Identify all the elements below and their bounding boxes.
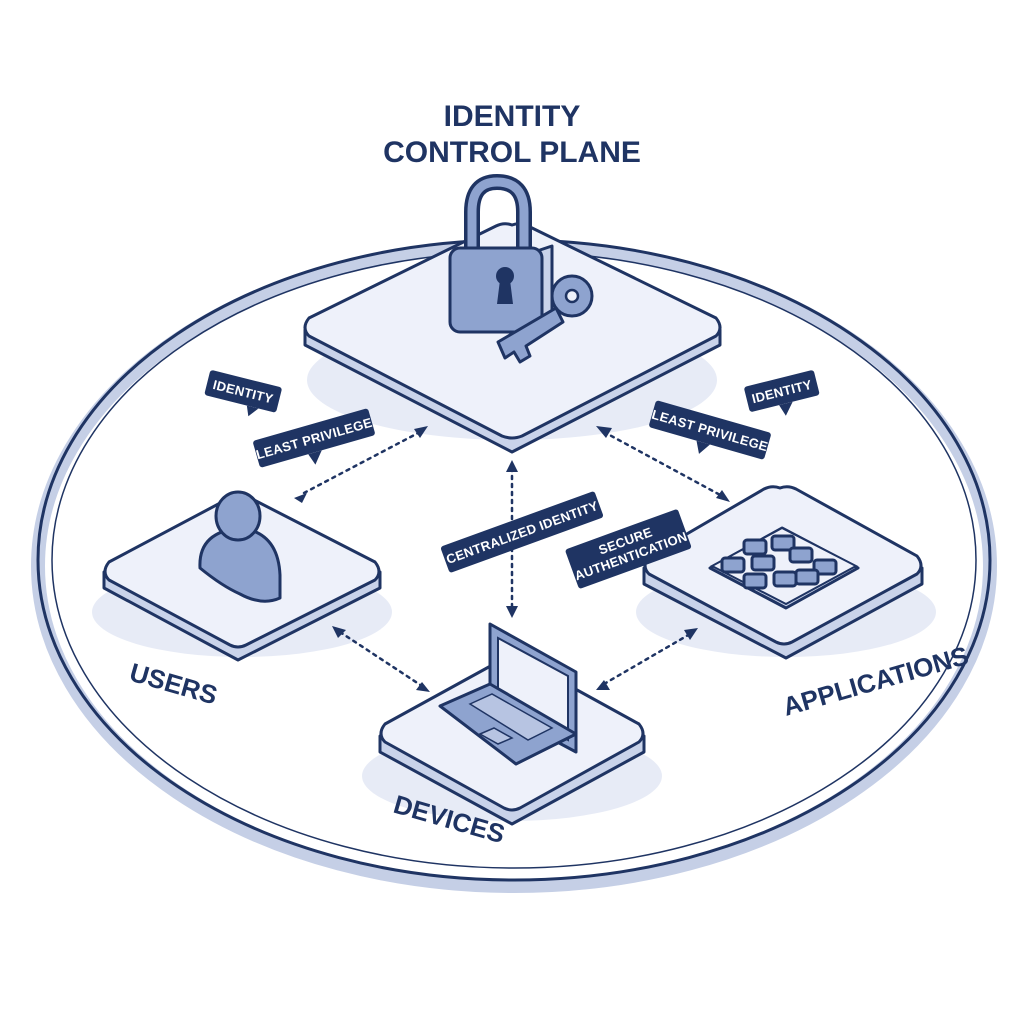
connector-control-users bbox=[300, 430, 422, 496]
connectors bbox=[294, 426, 730, 692]
key-icon bbox=[496, 274, 594, 364]
title-line-2: CONTROL PLANE bbox=[383, 136, 641, 169]
tag-least-privilege-left: LEAST PRIVILEGE bbox=[253, 408, 375, 468]
laptop-icon bbox=[438, 622, 578, 766]
padlock-and-key-icon bbox=[448, 173, 594, 364]
connector-users-devices bbox=[338, 630, 424, 688]
user-icon bbox=[198, 490, 282, 603]
connector-devices-applications bbox=[602, 632, 692, 686]
page-title: IDENTITY CONTROL PLANE bbox=[383, 100, 641, 169]
connector-control-applications bbox=[602, 430, 724, 498]
app-grid-icon bbox=[708, 526, 860, 610]
tag-identity-right: IDENTITY bbox=[744, 370, 820, 416]
tag-identity-left: IDENTITY bbox=[204, 370, 282, 417]
title-line-1: IDENTITY bbox=[444, 100, 581, 133]
users-label: USERS bbox=[126, 657, 220, 711]
